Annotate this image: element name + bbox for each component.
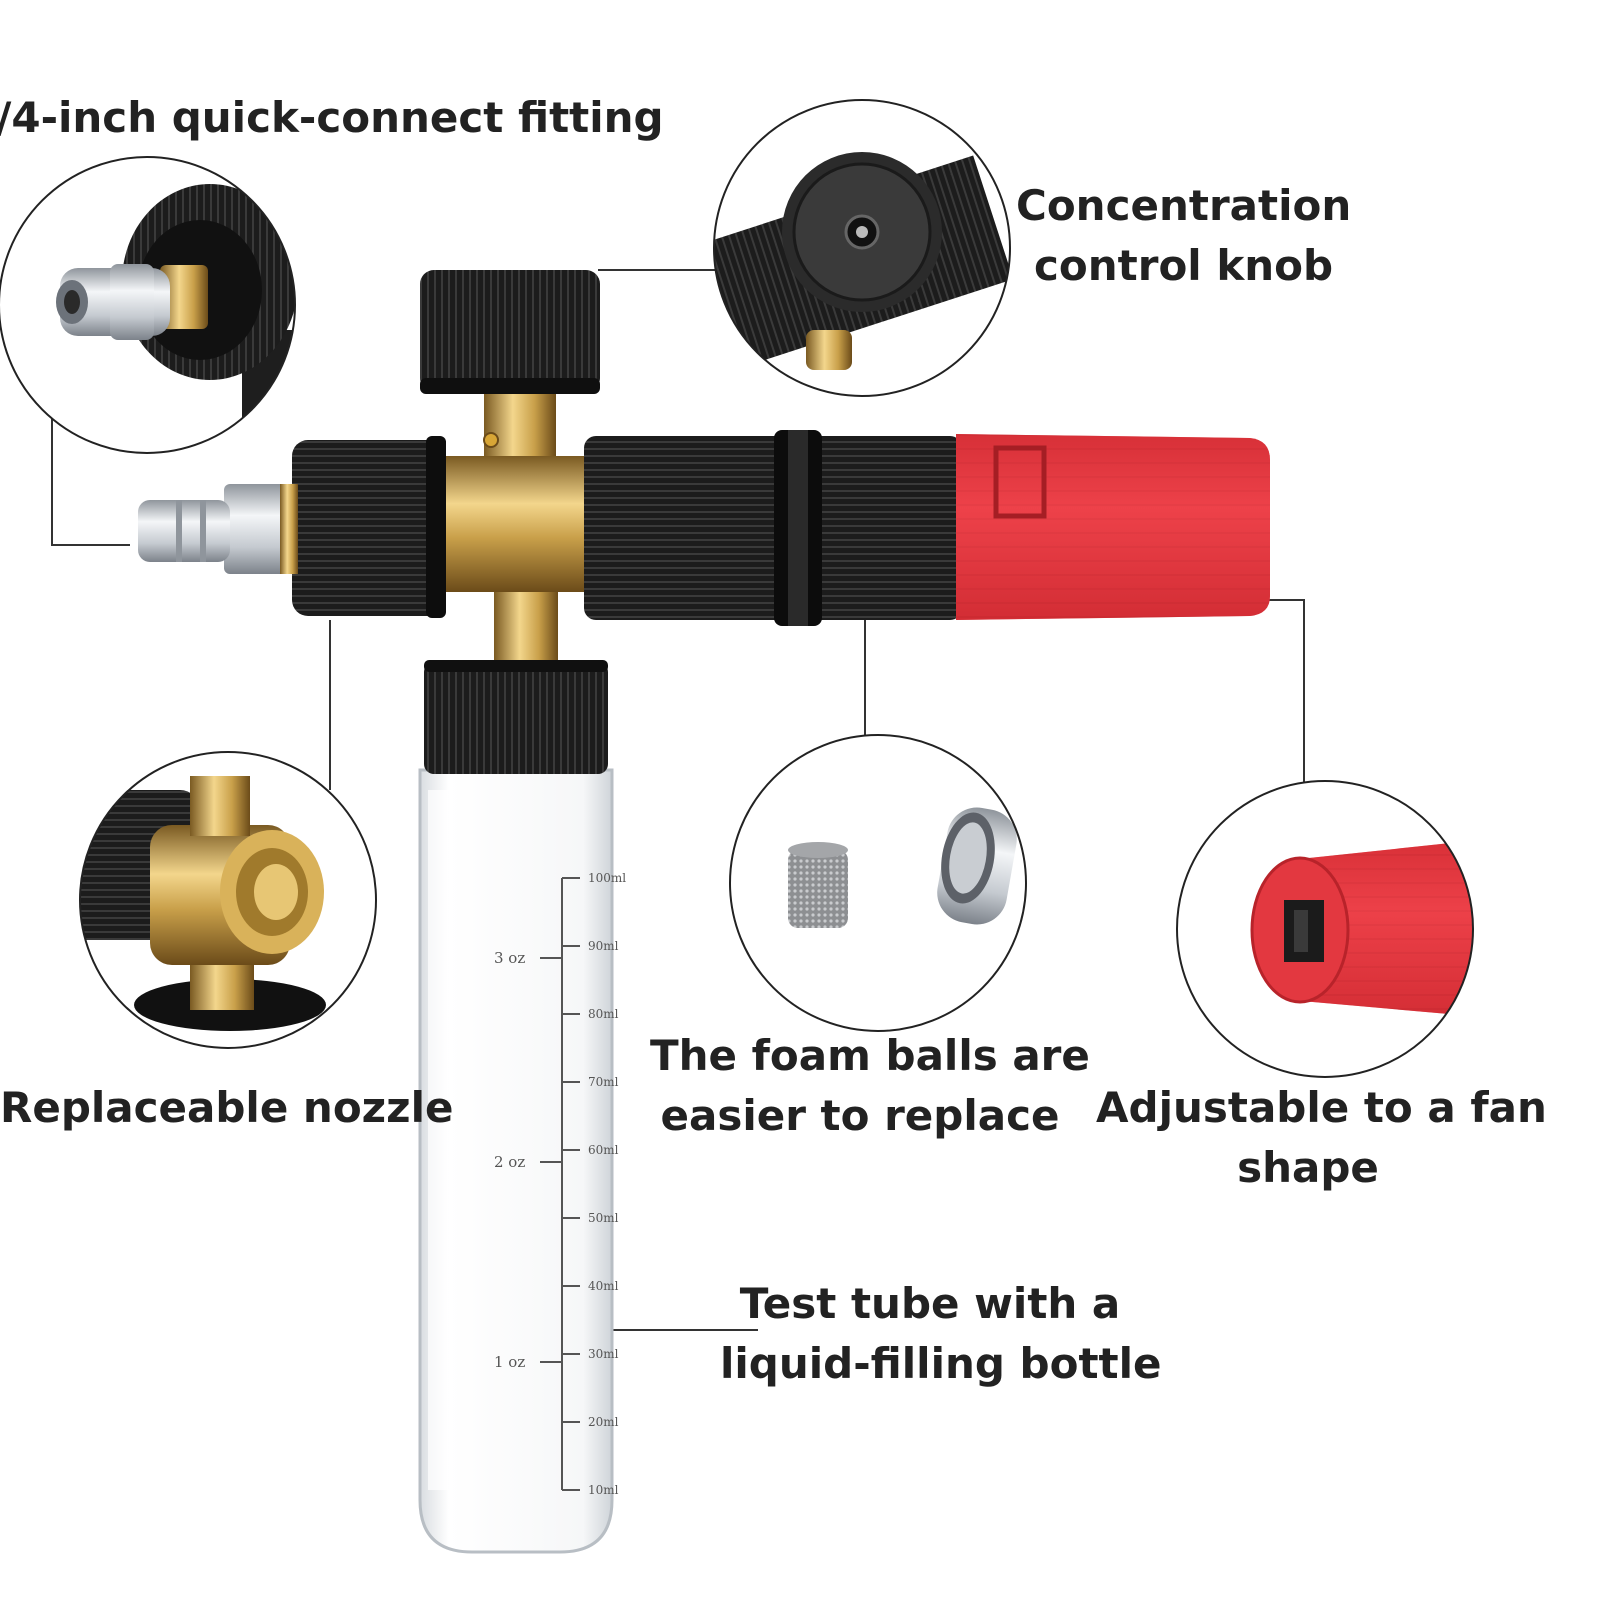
detail-circle-quick-connect <box>0 156 296 454</box>
bottle-cap <box>424 588 608 774</box>
label-tube-line1: Test tube with a <box>739 1279 1121 1328</box>
bottle-ml-ticks: 100ml 90ml 80ml 70ml 60ml 50ml 40ml 30ml 20ml 10m… <box>562 871 626 1497</box>
label-tube-line2: liquid-filling bottle <box>720 1339 1162 1388</box>
red-nozzle <box>956 434 1270 620</box>
ml-tick-label: 50ml <box>588 1211 619 1225</box>
left-collar <box>292 440 444 616</box>
oz-tick-label: 2 oz <box>494 1153 525 1171</box>
mesh-foam-ball <box>788 850 848 928</box>
label-concentration-line1: Concentration <box>1016 181 1352 230</box>
ml-tick-label: 60ml <box>588 1143 619 1157</box>
label-replaceable-nozzle: Replaceable nozzle <box>0 1083 454 1132</box>
label-concentration-line2: control knob <box>1034 241 1334 290</box>
ml-tick-label: 90ml <box>588 939 619 953</box>
label-fan-line1: Adjustable to a fan <box>1096 1083 1547 1132</box>
line-quick-connect <box>51 405 130 546</box>
detail-circle-replaceable-nozzle <box>79 751 377 1049</box>
callout-lines <box>51 269 1305 1331</box>
ml-tick-label: 10ml <box>588 1483 619 1497</box>
ml-tick-label: 80ml <box>588 1007 619 1021</box>
label-quick-connect: /4-inch quick-connect fitting <box>0 93 664 142</box>
label-fan-line2: shape <box>1237 1143 1379 1192</box>
ml-tick-label: 20ml <box>588 1415 619 1429</box>
bottle: 100ml 90ml 80ml 70ml 60ml 50ml 40ml 30ml 20ml 10m… <box>418 768 626 1554</box>
steel-ring <box>937 807 1017 925</box>
detail-circle-fan-shape <box>1176 780 1474 1078</box>
oz-tick-label: 3 oz <box>494 949 525 967</box>
label-foam-line1: The foam balls are <box>650 1031 1090 1080</box>
detail-circle-foam-balls <box>729 734 1027 1032</box>
oz-tick-label: 1 oz <box>494 1353 525 1371</box>
main-barrel <box>584 436 962 620</box>
label-foam-line2: easier to replace <box>660 1091 1060 1140</box>
top-knob <box>420 270 600 464</box>
ml-tick-label: 30ml <box>588 1347 619 1361</box>
ml-tick-label: 100ml <box>588 871 626 885</box>
line-fan <box>1262 599 1305 782</box>
quick-connect-plug <box>138 484 298 574</box>
bottle-oz-ticks: 3 oz 2 oz 1 oz <box>494 949 562 1371</box>
detail-circle-concentration-knob <box>713 99 1011 397</box>
ml-tick-label: 70ml <box>588 1075 619 1089</box>
ml-tick-label: 40ml <box>588 1279 619 1293</box>
foam-cannon: 100ml 90ml 80ml 70ml 60ml 50ml 40ml 30ml 20ml 10m… <box>138 270 1270 1554</box>
brass-body <box>440 456 588 592</box>
